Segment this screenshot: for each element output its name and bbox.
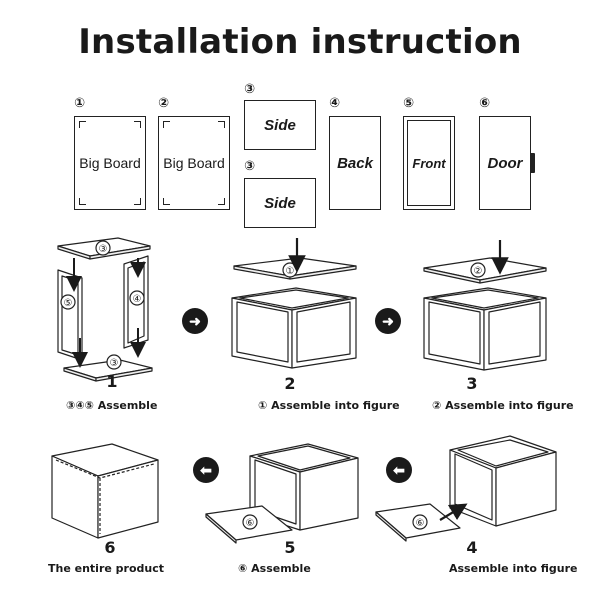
step-caption-5: ⑥ Assemble (238, 562, 311, 575)
circle-3b-text: ③ (110, 358, 119, 369)
circle-3-text: ③ (99, 244, 108, 255)
step-caption-1: ③④⑤ Assemble (66, 399, 158, 412)
step-number-6: 6 (104, 538, 116, 557)
step-caption-6: The entire product (48, 562, 164, 575)
step-caption-2: ① Assemble into figure (258, 399, 400, 412)
part-number-5: ⑤ (403, 96, 415, 111)
step5-drawing (205, 443, 359, 544)
circle-5-text: ⑤ (64, 298, 73, 309)
door-knob-icon (530, 153, 535, 173)
page-title: Installation instruction (78, 22, 522, 62)
step-number-5: 5 (284, 538, 296, 557)
circle-1-text: ① (286, 266, 295, 277)
part-number-1: ① (74, 96, 86, 111)
part-number-3a: ③ (244, 82, 256, 97)
part-side-2: Side (244, 178, 316, 228)
step6-drawing (51, 443, 159, 539)
circle-label-3-bottom (106, 354, 122, 370)
circle-label-4 (129, 290, 145, 306)
part-label: Side (264, 116, 296, 134)
part-number-2: ② (158, 96, 170, 111)
arrow-right-icon: ➜ (375, 308, 401, 334)
part-door: Door (479, 116, 535, 210)
part-side-1: Side (244, 100, 316, 150)
part-back: Back (329, 116, 381, 210)
step-number-3: 3 (466, 374, 478, 393)
step-number-2: 2 (284, 374, 296, 393)
part-number-6: ⑥ (479, 96, 491, 111)
step1-drawing (57, 237, 153, 382)
part-label: Side (264, 194, 296, 212)
circle-label-5 (60, 294, 76, 310)
part-label: Big Board (163, 155, 225, 171)
arrow-right-icon: ➜ (182, 308, 208, 334)
part-label: Door (487, 154, 523, 172)
step3-drawing (423, 257, 547, 371)
step-caption-3: ② Assemble into figure (432, 399, 574, 412)
part-big-board-1: Big Board (74, 116, 146, 210)
arrow-left-icon: ⬅ (193, 457, 219, 483)
circle-6-text: ⑥ (246, 518, 255, 529)
part-label: Back (337, 154, 373, 172)
step-caption-4: Assemble into figure (449, 562, 578, 575)
part-big-board-2: Big Board (158, 116, 230, 210)
circle-2-text: ② (474, 266, 483, 277)
circle-label-3-top (95, 240, 111, 256)
arrow-left-icon: ⬅ (386, 457, 412, 483)
part-front: Front (403, 116, 455, 210)
circle-4-text: ④ (133, 294, 142, 305)
step4-drawing (375, 435, 557, 542)
circle-6b-text: ⑥ (416, 518, 425, 529)
part-number-3b: ③ (244, 159, 256, 174)
part-label: Big Board (79, 155, 141, 171)
part-number-4: ④ (329, 96, 341, 111)
step-number-1: 1 (106, 372, 118, 391)
step-number-4: 4 (466, 538, 478, 557)
